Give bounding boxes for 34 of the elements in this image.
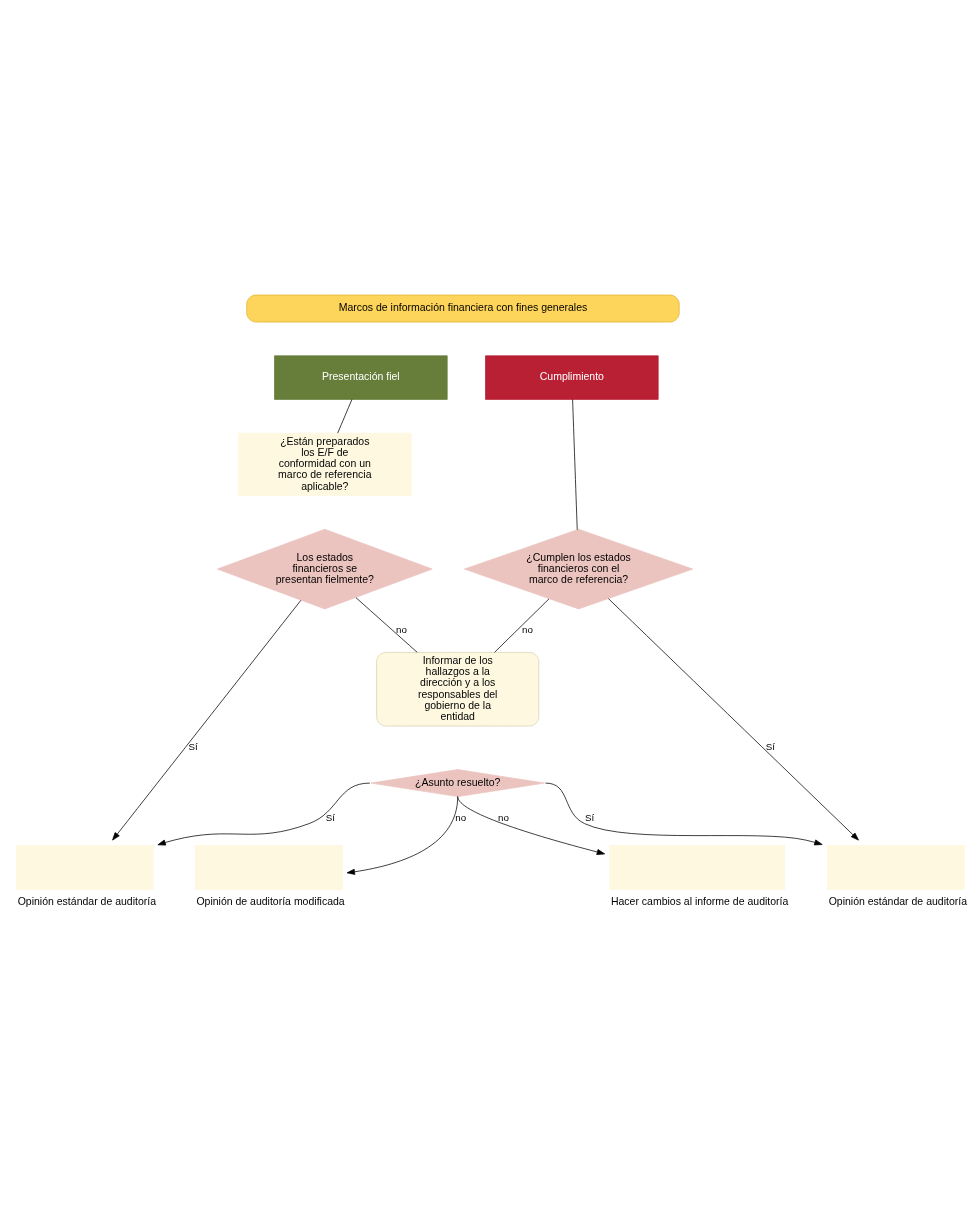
edge-label: Sí — [765, 740, 776, 752]
node-box — [16, 844, 154, 890]
node-box — [609, 844, 786, 890]
node-box — [827, 844, 965, 890]
edge-label: no — [455, 811, 467, 823]
edge-label: no — [522, 623, 533, 635]
node-box: Presentación fiel — [274, 354, 448, 400]
node-label: Opinión estándar de auditoría — [17, 894, 157, 907]
connector — [572, 398, 578, 530]
arrow — [112, 599, 302, 840]
edge-label: no — [395, 623, 407, 635]
arrow — [157, 782, 371, 845]
arrow — [545, 782, 823, 845]
arrow — [457, 795, 605, 855]
edge-label: Sí — [188, 740, 198, 752]
node-diamond: ¿Cumplen los estados financieros con el marco de referencia? — [464, 528, 694, 609]
node-diamond: Los estados financieros se presentan fielmente? — [217, 528, 433, 609]
edge-label: Sí — [584, 811, 595, 823]
node-label: Opinión de auditoría modificada — [196, 894, 345, 907]
arrow — [608, 597, 859, 840]
node-box: Informar de los hallazgos a la dirección y a los responsables del gobierno de la entidad — [376, 651, 540, 726]
node-diamond: ¿Asunto resuelto? — [370, 768, 545, 797]
connector — [337, 398, 353, 433]
edge-label: Sí — [325, 811, 336, 823]
node-box: Marcos de información financiera con fines generales — [246, 294, 680, 322]
connector — [494, 598, 550, 653]
node-box: ¿Están preparados los E/F de conformidad con un marco de referencia aplicable? — [238, 432, 412, 496]
edge-label: no — [498, 811, 509, 823]
connector — [355, 596, 418, 653]
node-box — [194, 844, 343, 890]
arrow — [346, 795, 459, 875]
node-label: Hacer cambios al informe de auditoría — [610, 894, 789, 907]
node-label: Opinión estándar de auditoría — [828, 894, 968, 907]
node-box: Cumplimiento — [485, 354, 659, 400]
